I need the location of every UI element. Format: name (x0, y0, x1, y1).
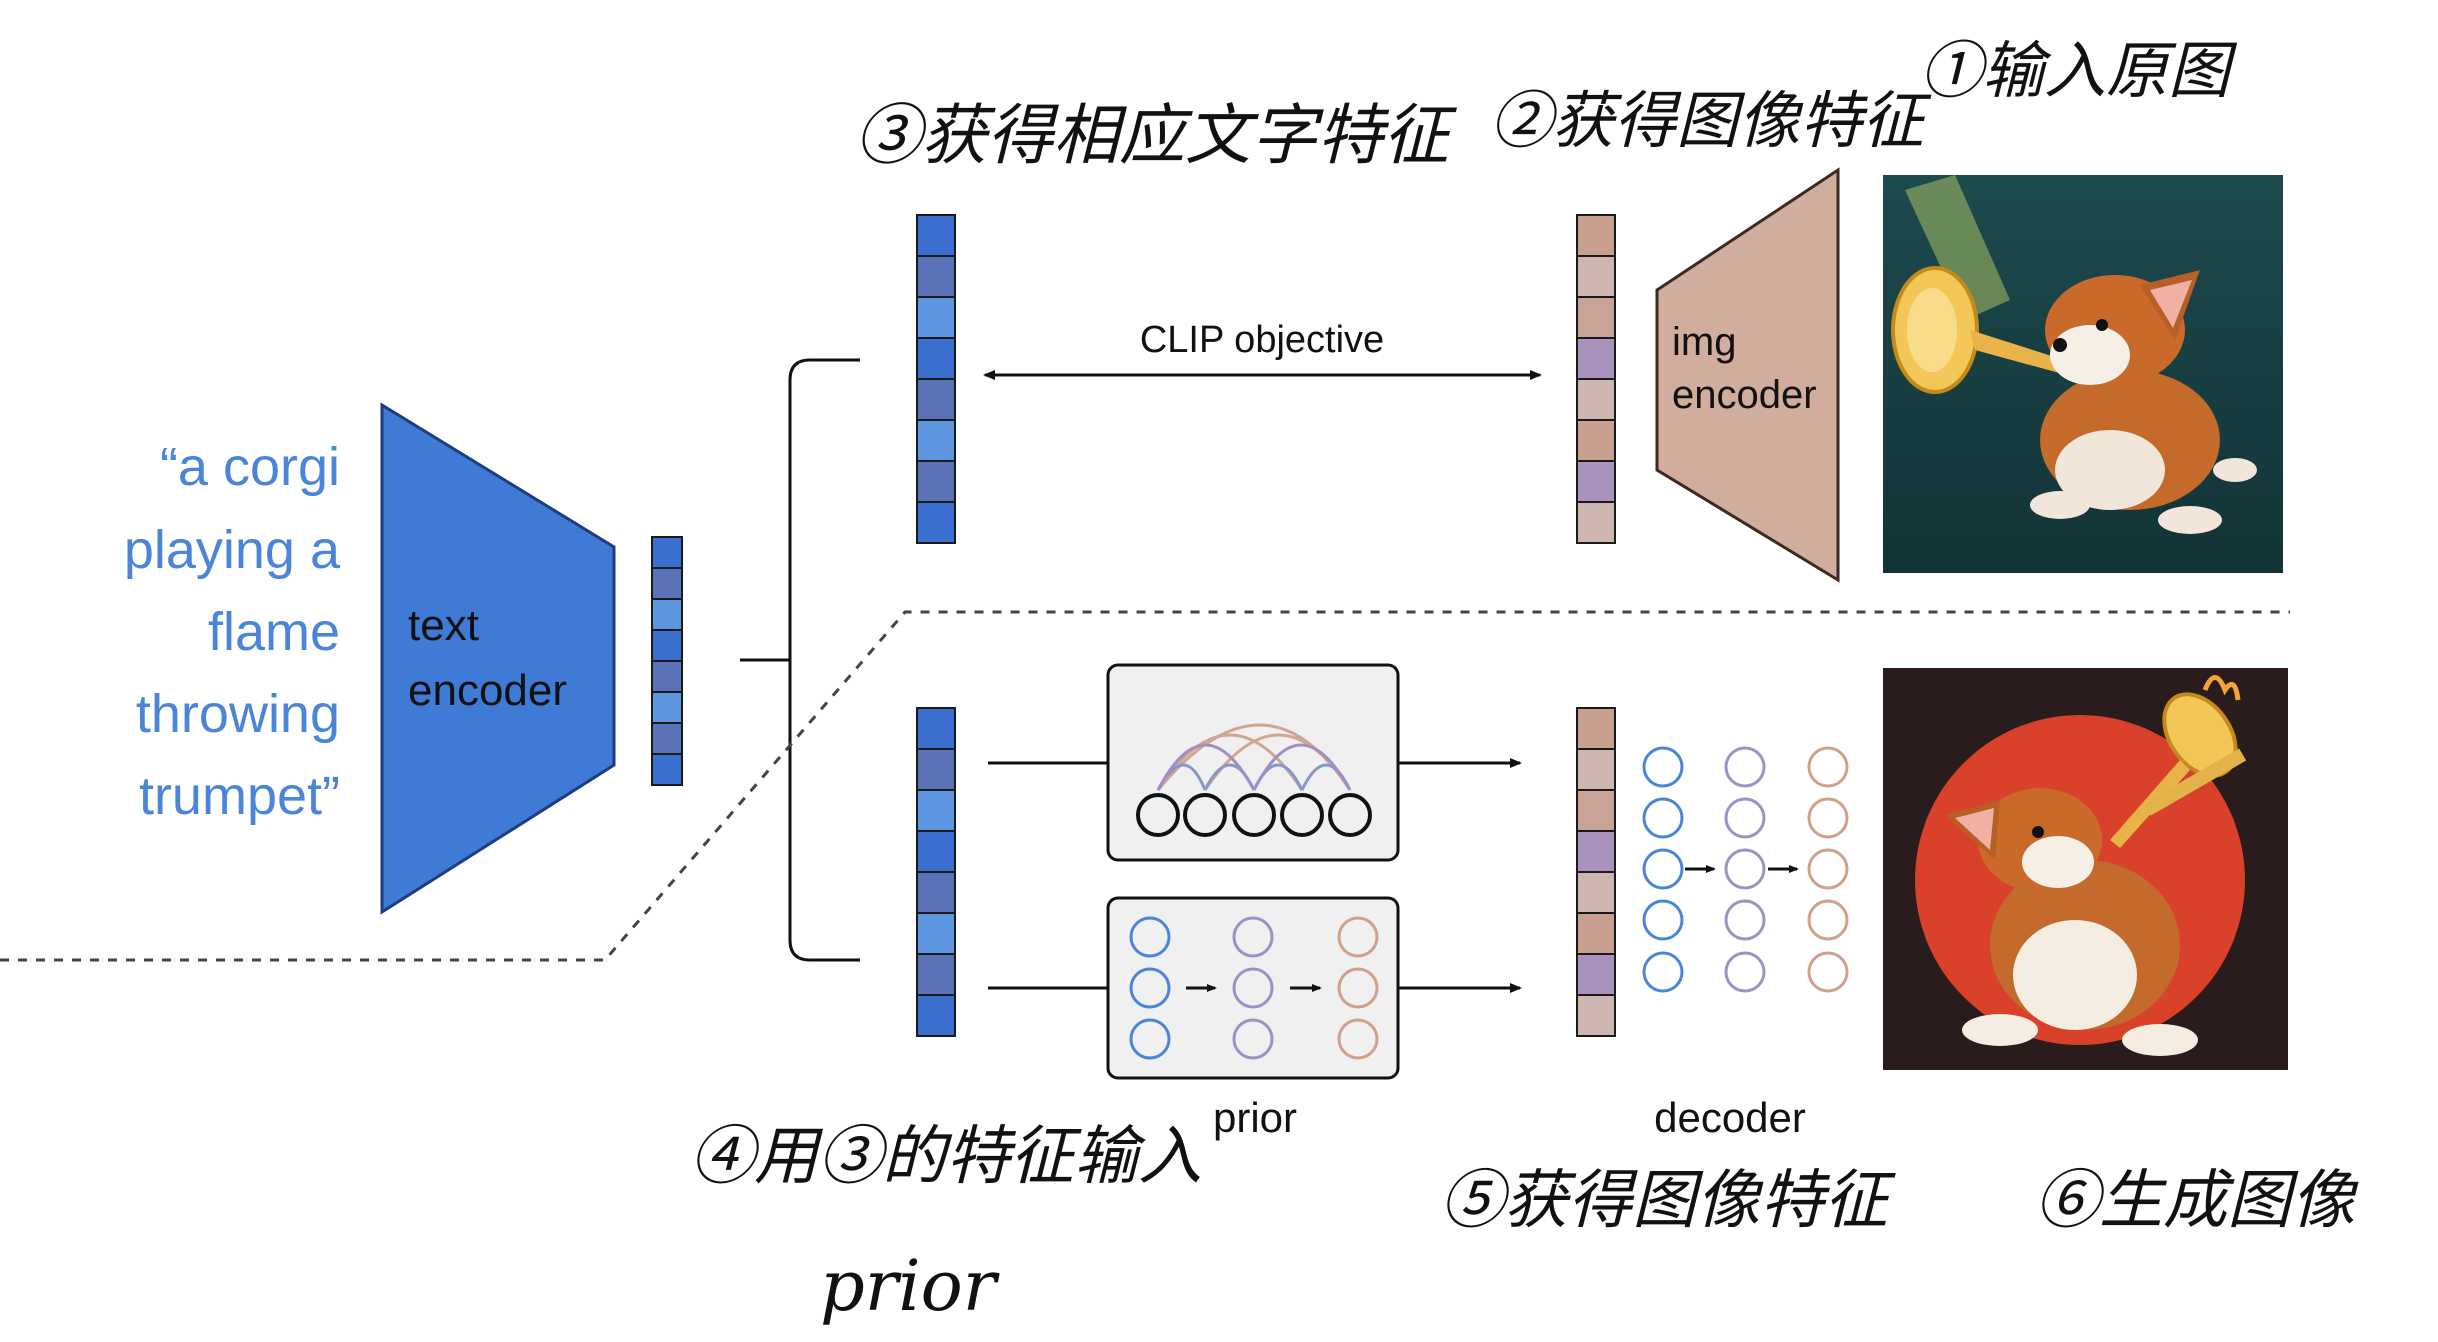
annotation-step3: ③获得相应文字特征 (855, 97, 1457, 174)
bottom-brown-vec-cell (1576, 789, 1616, 832)
text-vec-cell (651, 753, 683, 786)
top-blue-vec-cell (916, 460, 956, 503)
top-blue-vec-cell (916, 378, 956, 421)
top-brown-vec-cell (1576, 378, 1616, 421)
annotation-step2: ②获得图像特征 (1490, 84, 1932, 157)
dashed-separator (0, 610, 2290, 962)
prior-autoregressive-box (1106, 663, 1400, 862)
text-encoder-label-2: encoder (408, 666, 567, 715)
text-encoder: text encoder (380, 402, 616, 915)
bottom-blue-vec-cell (916, 953, 956, 996)
bottom-brown-vec-cell (1576, 707, 1616, 750)
bottom-blue-vec-cell (916, 830, 956, 873)
clip-text-feature-vector (916, 214, 956, 544)
bracket-connector (740, 358, 860, 962)
prompt-line-3: flame (208, 602, 340, 662)
bottom-brown-vec-cell (1576, 912, 1616, 955)
annotation-step4-prior: prior (820, 1245, 1000, 1327)
prompt-text: “a corgi playing a flame throwing trumpe… (124, 437, 341, 826)
bottom-blue-vec-cell (916, 912, 956, 955)
text-vec-cell (651, 660, 683, 693)
prior-diffusion-box (1106, 896, 1400, 1080)
annotation-step6: ⑥生成图像 (2035, 1164, 2359, 1238)
img-encoder-label-1: img (1672, 320, 1736, 364)
prior-input-text-vector (916, 707, 956, 1037)
bottom-brown-vec-cell (1576, 871, 1616, 914)
prompt-line-4: throwing (136, 684, 340, 744)
prior-connectors (988, 758, 1522, 993)
handwritten-annotations: ③获得相应文字特征 ②获得图像特征 ①输入原图 ④用③的特征输入 prior ⑤… (690, 34, 2359, 1327)
bottom-blue-vec-cell (916, 871, 956, 914)
top-blue-vec-cell (916, 255, 956, 298)
bottom-blue-vec-cell (916, 994, 956, 1037)
corgi-trombone-image-icon (1883, 668, 2288, 1070)
annotation-step4: ④用③的特征输入 (690, 1120, 1202, 1194)
img-encoder-label-2: encoder (1672, 373, 1817, 417)
clip-objective: CLIP objective (983, 319, 1542, 380)
top-brown-vec-cell (1576, 419, 1616, 462)
bottom-brown-vec-cell (1576, 953, 1616, 996)
prompt-line-5: trumpet” (139, 766, 340, 826)
bottom-brown-vec-cell (1576, 994, 1616, 1037)
top-blue-vec-cell (916, 501, 956, 544)
top-brown-vec-cell (1576, 337, 1616, 380)
corgi-trumpet-image-icon (1883, 175, 2283, 573)
prior-label: prior (1213, 1094, 1297, 1141)
top-brown-vec-cell (1576, 460, 1616, 503)
img-encoder: img encoder (1655, 167, 1840, 583)
annotation-step5: ⑤获得图像特征 (1440, 1164, 1896, 1238)
top-brown-vec-cell (1576, 214, 1616, 257)
bottom-blue-vec-cell (916, 789, 956, 832)
prompt-line-2: playing a (124, 520, 341, 580)
top-blue-vec-cell (916, 419, 956, 462)
prompt-line-1: “a corgi (160, 437, 340, 497)
bottom-blue-vec-cell (916, 707, 956, 750)
text-embedding-vector (651, 536, 683, 786)
top-brown-vec-cell (1576, 501, 1616, 544)
clip-objective-label: CLIP objective (1140, 319, 1384, 361)
text-encoder-label-1: text (408, 601, 479, 650)
text-vec-cell (651, 536, 683, 569)
top-blue-vec-cell (916, 296, 956, 339)
text-vec-cell (651, 567, 683, 600)
top-brown-vec-cell (1576, 296, 1616, 339)
bottom-blue-vec-cell (916, 748, 956, 791)
prior-output-image-vector (1576, 707, 1616, 1037)
annotation-step1: ①输入原图 (1920, 34, 2238, 107)
top-blue-vec-cell (916, 214, 956, 257)
top-brown-vec-cell (1576, 255, 1616, 298)
top-blue-vec-cell (916, 337, 956, 380)
text-vec-cell (651, 629, 683, 662)
decoder-label: decoder (1654, 1094, 1806, 1141)
bottom-brown-vec-cell (1576, 830, 1616, 873)
text-vec-cell (651, 598, 683, 631)
decoder-network (1642, 746, 1849, 993)
text-vec-cell (651, 722, 683, 755)
text-vec-cell (651, 691, 683, 724)
clip-image-feature-vector (1576, 214, 1616, 544)
bottom-brown-vec-cell (1576, 748, 1616, 791)
